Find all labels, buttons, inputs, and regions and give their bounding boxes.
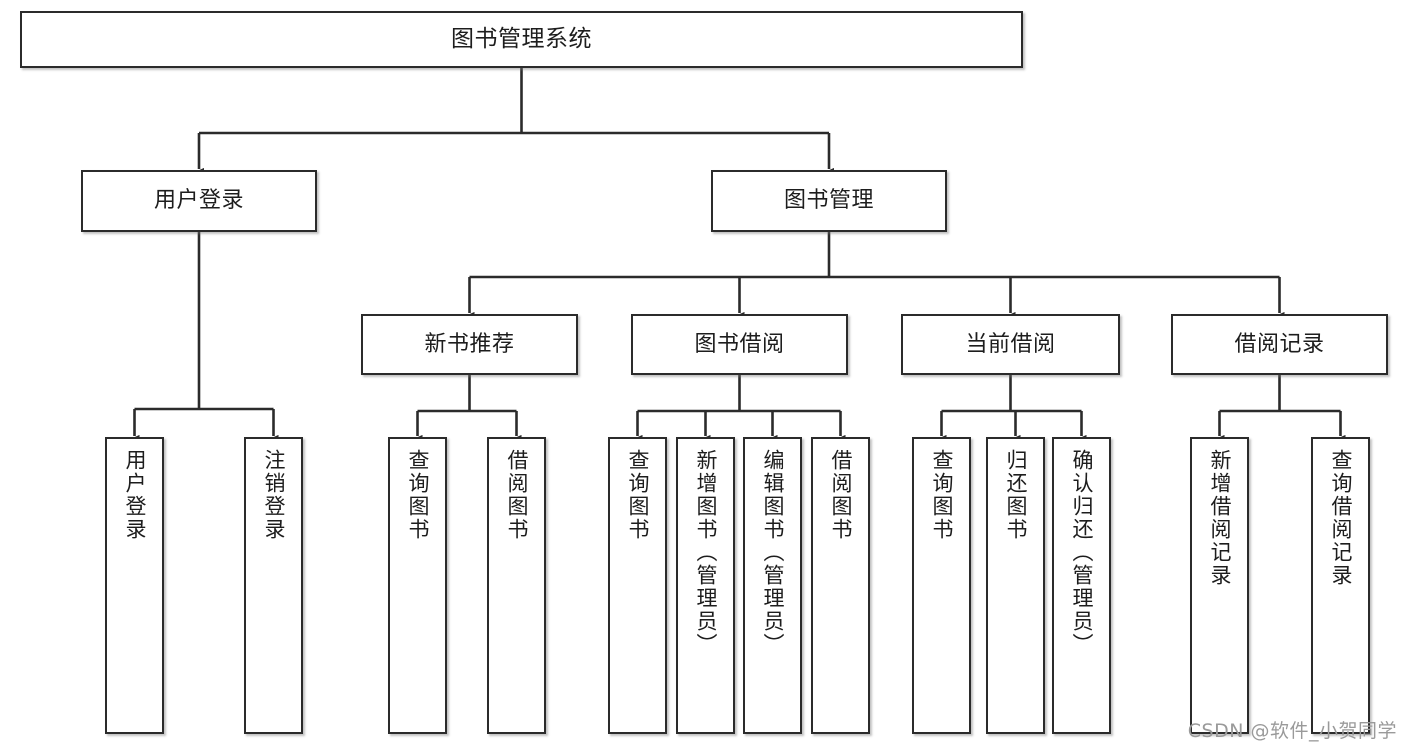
node-label: 归还图书 <box>1004 449 1028 541</box>
node-label: 编辑图书（管理员） <box>761 449 785 656</box>
node-label: 用户登录 <box>123 449 147 541</box>
node-label: 查询图书 <box>406 449 430 541</box>
node-label: 当前借阅 <box>965 331 1056 357</box>
node-label: 查询图书 <box>930 449 954 541</box>
node-leaf-user-login[interactable]: 用户登录 <box>105 437 164 734</box>
node-user-login[interactable]: 用户登录 <box>81 170 317 232</box>
node-leaf-add-borrowing-record[interactable]: 新增借阅记录 <box>1190 437 1249 734</box>
node-label: 新书推荐 <box>424 331 515 357</box>
node-label: 图书管理 <box>783 188 874 214</box>
node-leaf-query-borrowing-record[interactable]: 查询借阅记录 <box>1311 437 1370 734</box>
node-label: 借阅图书 <box>829 449 853 541</box>
node-leaf-query-books-current[interactable]: 查询图书 <box>912 437 971 734</box>
node-new-book-recommendation[interactable]: 新书推荐 <box>361 314 578 375</box>
node-leaf-return-books[interactable]: 归还图书 <box>986 437 1045 734</box>
node-book-borrowing[interactable]: 图书借阅 <box>631 314 848 375</box>
watermark-text: CSDN @软件_小贺同学 <box>1187 720 1397 742</box>
node-leaf-logout[interactable]: 注销登录 <box>244 437 303 734</box>
node-book-management[interactable]: 图书管理 <box>711 170 947 232</box>
node-label: 查询图书 <box>626 449 650 541</box>
node-label: 图书管理系统 <box>451 25 592 52</box>
node-root-book-management-system[interactable]: 图书管理系统 <box>20 11 1023 68</box>
node-leaf-add-book-admin[interactable]: 新增图书（管理员） <box>676 437 735 734</box>
node-label: 确认归还（管理员） <box>1070 449 1094 656</box>
node-leaf-borrow-books-borrowing[interactable]: 借阅图书 <box>811 437 870 734</box>
node-label: 图书借阅 <box>694 331 785 357</box>
node-label: 借阅记录 <box>1234 331 1325 357</box>
node-borrowing-records[interactable]: 借阅记录 <box>1171 314 1388 375</box>
node-current-borrowing[interactable]: 当前借阅 <box>901 314 1120 375</box>
node-leaf-borrow-books-recommendation[interactable]: 借阅图书 <box>487 437 546 734</box>
node-leaf-query-books-recommendation[interactable]: 查询图书 <box>388 437 447 734</box>
node-label: 新增图书（管理员） <box>694 449 718 656</box>
node-label: 借阅图书 <box>505 449 529 541</box>
node-leaf-confirm-return-admin[interactable]: 确认归还（管理员） <box>1052 437 1111 734</box>
node-label: 查询借阅记录 <box>1329 449 1353 587</box>
node-label: 注销登录 <box>262 449 286 541</box>
node-label: 新增借阅记录 <box>1208 449 1232 587</box>
node-leaf-edit-book-admin[interactable]: 编辑图书（管理员） <box>743 437 802 734</box>
node-label: 用户登录 <box>153 188 244 214</box>
node-leaf-query-books-borrowing[interactable]: 查询图书 <box>608 437 667 734</box>
